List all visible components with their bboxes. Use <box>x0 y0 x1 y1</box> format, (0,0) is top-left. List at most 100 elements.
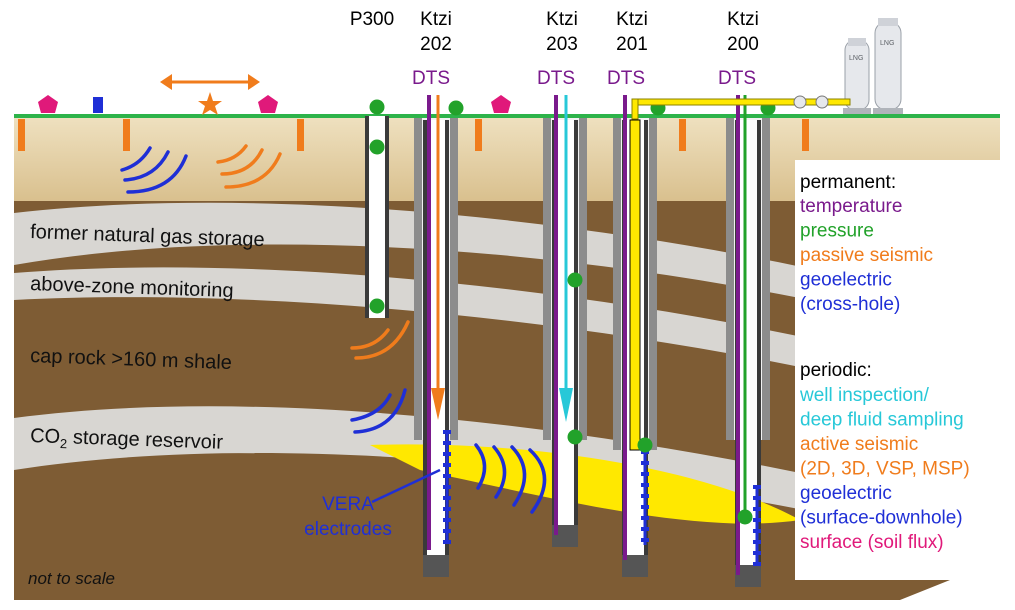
valve-icon <box>815 95 829 109</box>
electrode <box>641 494 649 498</box>
electrode <box>641 483 649 487</box>
electrode <box>753 551 761 555</box>
electrode <box>443 518 451 522</box>
scale-note: not to scale <box>28 569 115 588</box>
well-name-ktzi201: Ktzi <box>616 9 648 30</box>
electrode <box>443 540 451 544</box>
electrode <box>443 430 451 434</box>
electrode <box>443 485 451 489</box>
dts-label-ktzi200: DTS <box>718 68 756 89</box>
legend-item: surface (soil flux) <box>800 532 944 553</box>
seismic-wave-arcs <box>216 144 282 189</box>
borehole-seismic-arcs <box>350 320 410 360</box>
pressure-sensor <box>737 509 753 525</box>
well-name-ktzi200: Ktzi <box>727 9 759 30</box>
geophone-marker <box>802 119 809 151</box>
soil-flux-pentagon-icon <box>38 95 58 113</box>
tank-icon <box>843 38 871 114</box>
crosshole-geoelectric-arcs <box>474 443 547 514</box>
legend-item: geoelectric <box>800 483 892 504</box>
lng-tanks: LNG LNG <box>843 18 903 114</box>
legend-box <box>795 160 1010 580</box>
borehole-geoelectric-arcs <box>350 388 407 434</box>
geophone-marker <box>297 119 304 151</box>
geoelectric-wave-arcs <box>120 146 188 194</box>
outer-casing <box>543 118 551 440</box>
valve-icon <box>793 95 807 109</box>
geophone-marker <box>18 119 25 151</box>
legend-permanent-title: permanent: <box>800 172 896 193</box>
geoelectric-surface-icon <box>93 97 103 113</box>
legend-item: geoelectric <box>800 270 892 291</box>
well-name-p300: P300 <box>350 9 394 30</box>
dts-label-ktzi202: DTS <box>412 68 450 89</box>
reservoir-layer <box>14 406 1000 555</box>
outer-casing <box>649 118 657 450</box>
soil-flux-pentagon-icon <box>258 95 278 113</box>
electrode <box>443 463 451 467</box>
co2-plume <box>370 444 800 524</box>
surface-symbols <box>38 74 511 115</box>
vera-pointer-line <box>371 468 441 504</box>
casing-wall <box>445 120 449 575</box>
double-arrow-icon <box>160 74 260 90</box>
well-name-ktzi203: Ktzi <box>546 9 578 30</box>
pressure-sensor <box>567 429 583 445</box>
co2-injection-pipe <box>631 95 851 120</box>
dts-label-ktzi203: DTS <box>537 68 575 89</box>
wells <box>365 95 776 587</box>
well-number-ktzi201: 201 <box>616 34 648 55</box>
casing-wall <box>365 116 369 318</box>
electrode <box>753 562 761 566</box>
casing-wall <box>757 120 761 585</box>
electrode <box>753 485 761 489</box>
legend-item: (cross-hole) <box>800 294 900 315</box>
pressure-sensor <box>637 437 653 453</box>
vera-electrode-array <box>443 430 451 544</box>
pressure-sensor <box>448 100 464 116</box>
legend-item: active seismic <box>800 434 918 455</box>
dts-label-ktzi201: DTS <box>607 68 645 89</box>
geophone-marker <box>475 119 482 151</box>
pressure-sensor <box>369 298 385 314</box>
legend-periodic-list: well inspection/deep fluid sampling activ… <box>799 385 970 553</box>
geophone-marker <box>123 119 130 151</box>
electrode <box>443 452 451 456</box>
layer-label-reservoir: CO2 storage reservoir <box>30 425 224 457</box>
outer-casing <box>450 118 458 440</box>
electrode <box>641 505 649 509</box>
well-name-ktzi202: Ktzi <box>420 9 452 30</box>
seismic-tool <box>431 388 445 420</box>
outer-casing <box>726 118 734 440</box>
soil-flux-pentagon-icon <box>491 95 511 113</box>
tank-label: LNG <box>849 55 863 62</box>
electrode <box>641 472 649 476</box>
legend-item: temperature <box>800 196 902 217</box>
legend-item: well inspection/ <box>799 385 930 406</box>
electrode <box>443 474 451 478</box>
seismic-waves <box>120 144 547 514</box>
casing-bore <box>427 120 445 575</box>
casing-shoe <box>622 555 648 577</box>
casing-wall <box>574 120 578 545</box>
electrode <box>443 529 451 533</box>
vera-label-line1: VERA <box>322 494 374 515</box>
electrode <box>443 496 451 500</box>
pressure-sensor <box>567 272 583 288</box>
electrode <box>753 540 761 544</box>
casing-shoe <box>423 555 449 577</box>
well-labels: P300 Ktzi 202 Ktzi 203 Ktzi 201 Ktzi 200… <box>350 9 759 89</box>
well-number-ktzi202: 202 <box>420 34 452 55</box>
pressure-sensor <box>369 139 385 155</box>
legend-item: deep fluid sampling <box>800 410 964 431</box>
electrode <box>641 516 649 520</box>
outer-casing <box>762 118 770 440</box>
geophone-marker <box>679 119 686 151</box>
casing-shoe <box>735 565 761 587</box>
electrode <box>753 507 761 511</box>
casing-wall <box>644 120 648 575</box>
gas-storage-layer <box>14 202 1000 345</box>
